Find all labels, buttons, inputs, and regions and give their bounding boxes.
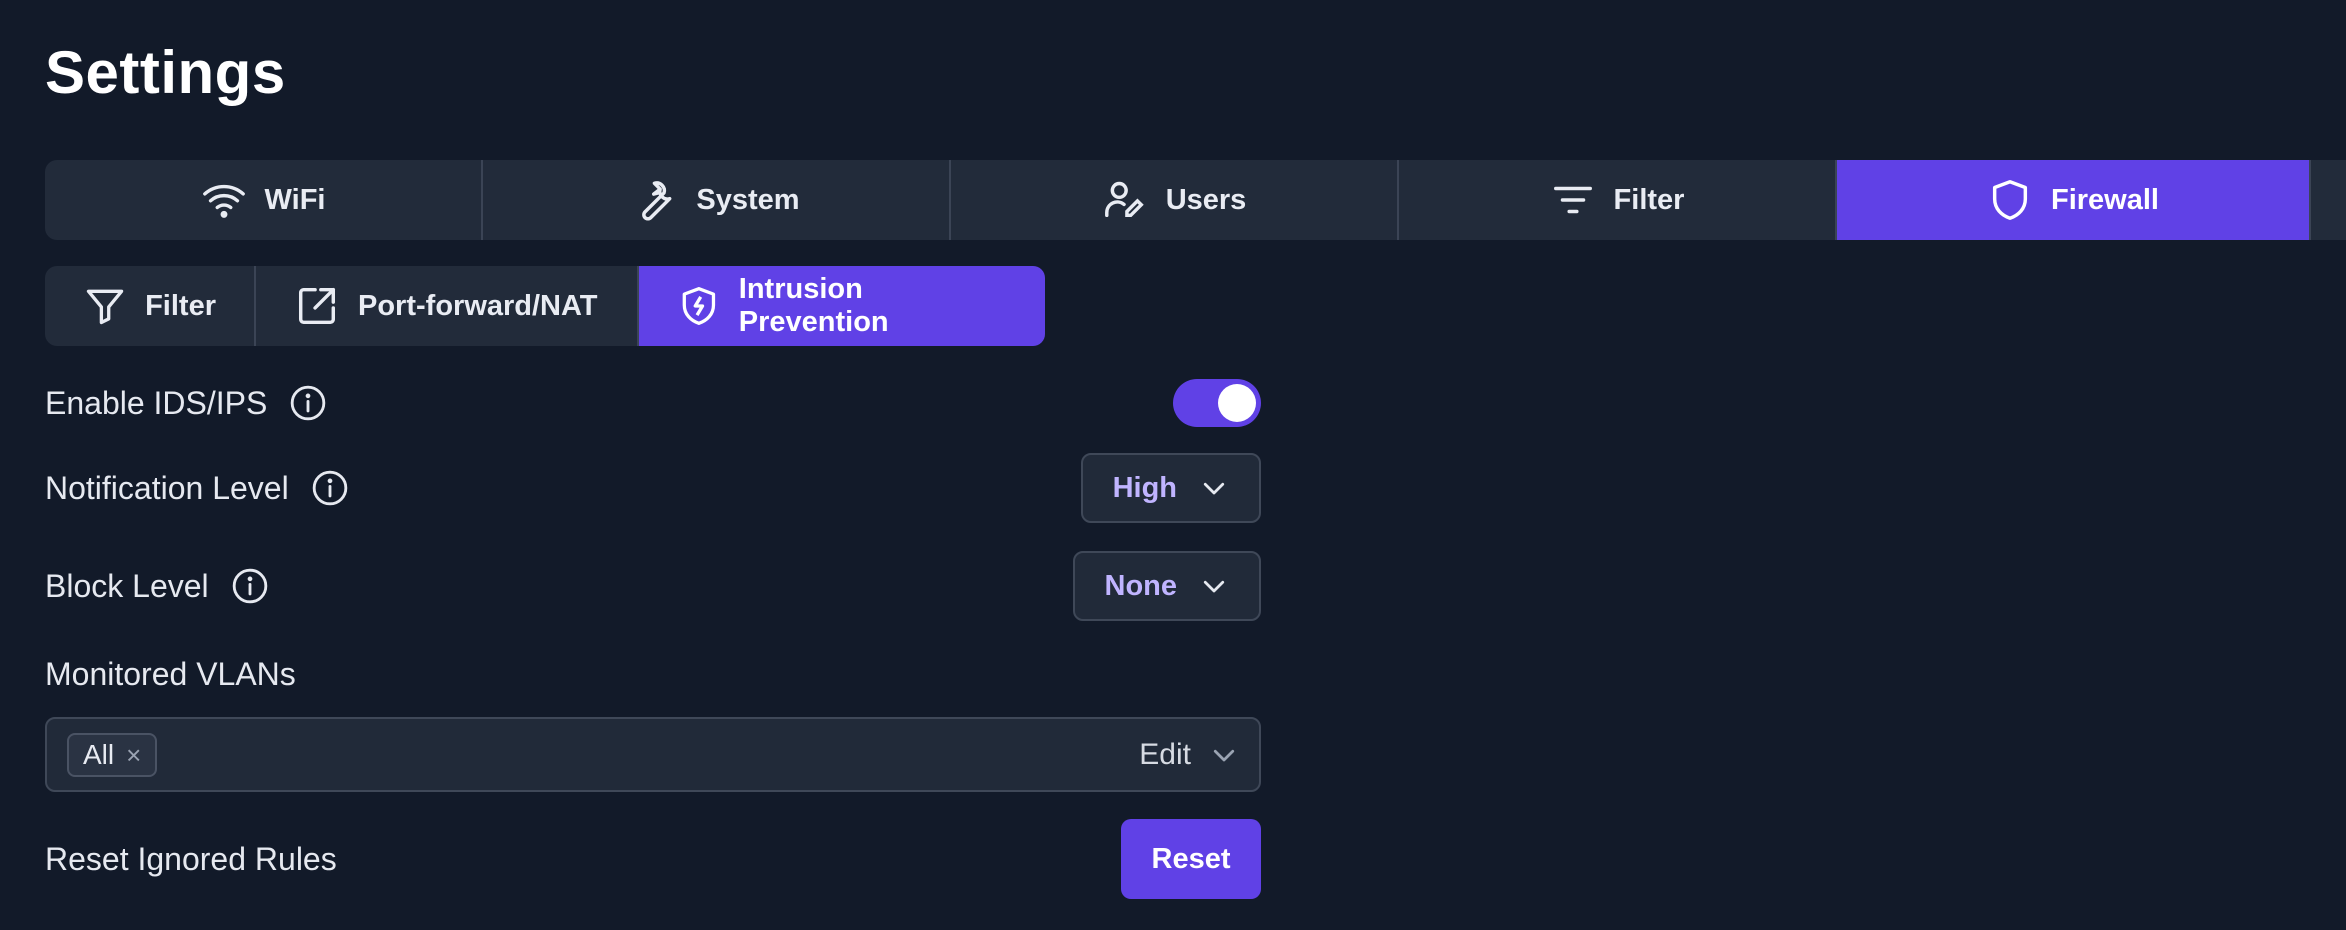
- reset-button[interactable]: Reset: [1121, 819, 1261, 899]
- setting-row-reset: Reset Ignored Rules Reset: [45, 819, 1261, 899]
- wrench-icon: [642, 181, 672, 221]
- tab-firewall[interactable]: Firewall: [1837, 160, 2309, 240]
- tab-label: WiFi: [264, 183, 326, 216]
- notification-label: Notification Level: [45, 469, 289, 506]
- select-value: None: [1104, 569, 1178, 602]
- info-icon[interactable]: [311, 469, 349, 507]
- subtab-label: Filter: [145, 289, 216, 322]
- info-icon[interactable]: [289, 384, 327, 422]
- edit-label: Edit: [1139, 737, 1191, 771]
- chip-remove-icon[interactable]: ×: [126, 739, 142, 770]
- tab-label: Users: [1165, 183, 1247, 216]
- sub-tab-bar: Filter Port-forward/NAT Intrusion Preven…: [45, 266, 1045, 346]
- tab-users[interactable]: Users: [951, 160, 1399, 240]
- vlan-edit-button[interactable]: Edit: [1139, 738, 1239, 772]
- chevron-down-icon: [1213, 749, 1235, 761]
- block-label: Block Level: [45, 567, 209, 604]
- users-icon: [1104, 181, 1144, 218]
- tab-wifi[interactable]: WiFi: [45, 160, 483, 240]
- block-level-select[interactable]: None: [1072, 551, 1261, 621]
- setting-row-vlans: Monitored VLANs: [45, 652, 1261, 696]
- tab-overflow[interactable]: [2309, 160, 2346, 240]
- chevron-down-icon: [1203, 482, 1225, 495]
- main-tab-bar: WiFi System Users Filter Firewall: [45, 160, 2346, 240]
- tab-label: System: [696, 183, 800, 216]
- ids-toggle[interactable]: [1173, 379, 1261, 427]
- ids-label: Enable IDS/IPS: [45, 384, 268, 421]
- chip-label: All: [83, 738, 115, 770]
- external-link-icon: [298, 287, 336, 325]
- filter-lines-icon: [1553, 186, 1592, 214]
- funnel-icon: [86, 289, 124, 325]
- page-title: Settings: [45, 39, 286, 106]
- shield-icon: [1992, 180, 2028, 220]
- select-value: High: [1112, 471, 1177, 504]
- vlans-label: Monitored VLANs: [45, 655, 296, 692]
- subtab-label: Intrusion Prevention: [738, 273, 889, 338]
- toggle-knob: [1218, 384, 1256, 422]
- subtab-filter[interactable]: Filter: [45, 266, 256, 346]
- setting-row-ids: Enable IDS/IPS: [45, 378, 1261, 428]
- setting-row-notification: Notification Level High: [45, 453, 1261, 523]
- vlan-multiselect[interactable]: All × Edit: [45, 717, 1261, 792]
- chevron-down-icon: [1203, 580, 1225, 593]
- wifi-icon: [202, 184, 245, 218]
- shield-bolt-icon: [682, 287, 716, 325]
- vlan-chip-all: All ×: [67, 732, 158, 777]
- notification-level-select[interactable]: High: [1080, 453, 1261, 523]
- subtab-port-forward[interactable]: Port-forward/NAT: [256, 266, 639, 346]
- reset-label: Reset Ignored Rules: [45, 840, 337, 877]
- info-icon[interactable]: [231, 567, 269, 605]
- setting-row-block: Block Level None: [45, 551, 1261, 621]
- tab-label: Firewall: [2051, 183, 2159, 216]
- tab-system[interactable]: System: [483, 160, 951, 240]
- tab-label: Filter: [1613, 183, 1685, 216]
- subtab-label: Port-forward/NAT: [358, 289, 598, 322]
- tab-filter[interactable]: Filter: [1399, 160, 1837, 240]
- subtab-intrusion-prevention[interactable]: Intrusion Prevention: [639, 266, 1045, 346]
